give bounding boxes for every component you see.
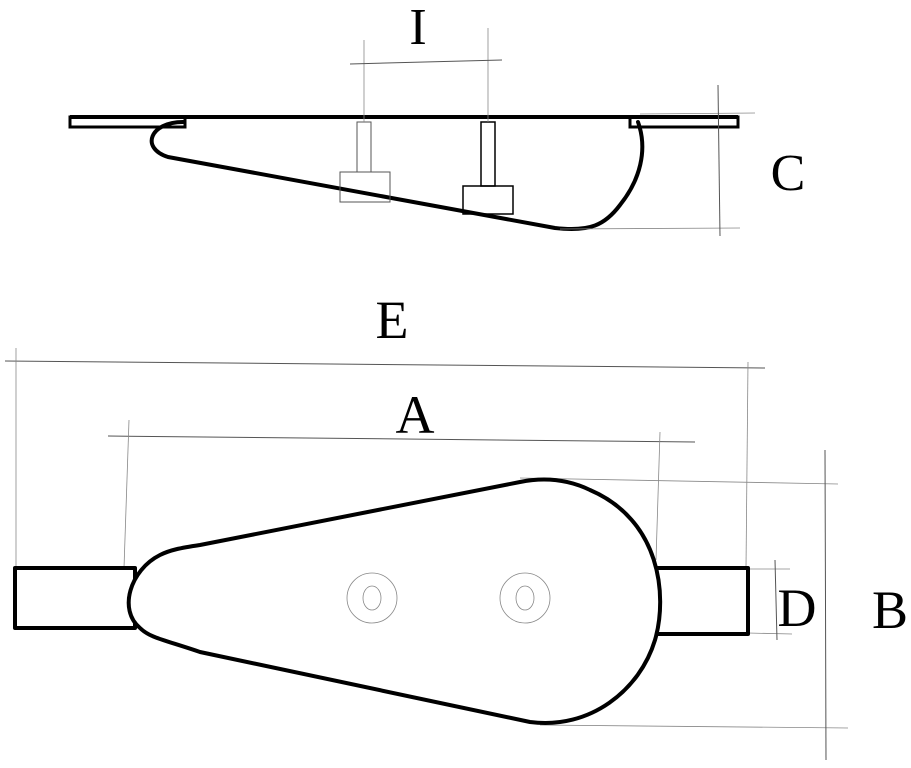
dim-e-line xyxy=(4,360,766,369)
dim-c-ext-top xyxy=(639,112,756,115)
label-e: E xyxy=(376,290,409,350)
dim-d-line xyxy=(774,559,778,641)
top-view xyxy=(4,348,849,761)
dim-b-ext-bottom xyxy=(539,724,849,729)
label-d: D xyxy=(778,578,817,638)
side-view-stud-left-shaft xyxy=(356,121,372,173)
top-view-bolt-hole-right xyxy=(499,572,551,624)
label-a: A xyxy=(396,385,435,445)
side-view-stud-right-nut xyxy=(462,185,514,215)
dim-a-ext-left xyxy=(123,419,130,569)
label-b: B xyxy=(872,580,908,640)
dim-c-line xyxy=(717,84,721,237)
top-view-strip-right xyxy=(648,566,750,636)
dim-c-ext-bottom xyxy=(559,227,741,230)
dim-e-ext-right xyxy=(745,361,749,569)
label-c: C xyxy=(771,145,806,202)
side-view-stud-right-shaft xyxy=(480,121,496,187)
label-i: I xyxy=(409,0,426,56)
top-view-strip-left xyxy=(13,566,137,630)
dim-i-line xyxy=(349,59,503,65)
side-view-stud-left-nut xyxy=(339,171,391,203)
dim-d-ext-bottom xyxy=(747,632,793,635)
top-view-bolt-hole-left xyxy=(346,572,398,624)
dim-b-line xyxy=(824,449,827,761)
side-view xyxy=(68,28,756,237)
dim-b-ext-top xyxy=(519,477,839,485)
side-view-body-profile xyxy=(149,120,645,232)
top-view-body-outline xyxy=(126,477,663,725)
dim-a-ext-right xyxy=(655,431,661,561)
dim-a-line xyxy=(107,435,696,443)
